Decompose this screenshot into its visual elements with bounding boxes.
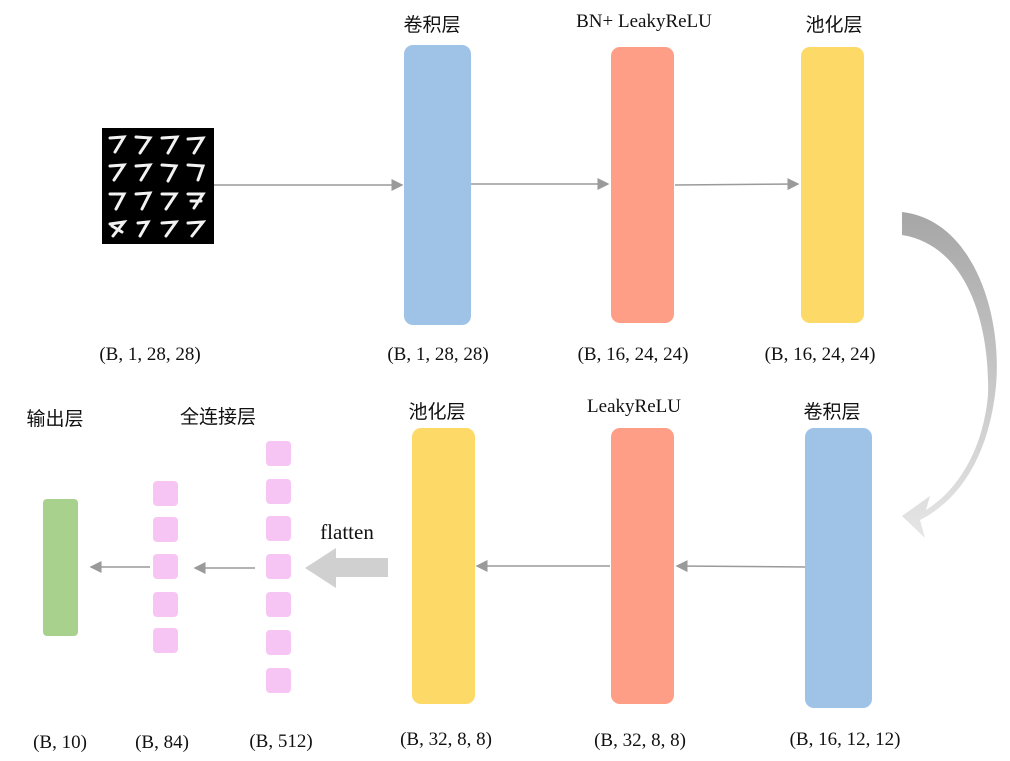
row1-bn-act-title: BN+ LeakyReLU	[576, 11, 712, 32]
row2-pool-title: 池化层	[408, 401, 466, 423]
arrow-bn-to-pool	[674, 178, 800, 191]
mnist-input-image	[102, 128, 214, 244]
curved-row-connector	[902, 212, 997, 538]
flatten-label: flatten	[320, 520, 374, 544]
row2-pool-block	[412, 428, 475, 704]
fc512-neuron	[266, 668, 291, 693]
flatten-arrow	[305, 548, 388, 588]
row1-conv-block	[404, 45, 471, 325]
fc512-neuron	[266, 592, 291, 617]
fc512-neuron	[266, 630, 291, 655]
flatten-shape: (B, 512)	[249, 731, 313, 752]
fc512-neuron	[266, 516, 291, 541]
fc84-neuron	[153, 592, 178, 617]
fc-title: 全连接层	[179, 406, 257, 428]
output-block	[43, 499, 78, 636]
row1-bn-act-shape: (B, 16, 24, 24)	[577, 344, 689, 365]
fc84-neuron	[153, 481, 178, 506]
row2-conv-block	[805, 428, 872, 708]
row2-pool-shape: (B, 32, 8, 8)	[400, 729, 492, 750]
output-title: 输出层	[26, 408, 84, 430]
fc84-neuron	[153, 517, 178, 542]
fc-shape: (B, 84)	[135, 732, 189, 753]
arrow-conv2-to-act	[675, 560, 807, 573]
fc512-neuron	[266, 441, 291, 466]
output-shape: (B, 10)	[33, 732, 87, 753]
fc512-neuron	[266, 554, 291, 579]
row1-conv-title: 卷积层	[403, 14, 461, 36]
row2-conv-title: 卷积层	[803, 401, 861, 423]
input-shape-label: (B, 1, 28, 28)	[99, 344, 201, 365]
row2-act-shape: (B, 32, 8, 8)	[594, 730, 686, 751]
row1-pool-block	[801, 47, 864, 323]
fc84-neuron	[153, 554, 178, 579]
row1-conv-shape: (B, 1, 28, 28)	[387, 344, 489, 365]
mnist-digit-grid-icon	[108, 135, 207, 238]
row1-pool-title: 池化层	[805, 14, 863, 36]
row2-act-block	[611, 428, 674, 704]
row1-bn-act-block	[611, 47, 674, 323]
row2-conv-shape: (B, 16, 12, 12)	[789, 729, 901, 750]
row1-pool-shape: (B, 16, 24, 24)	[764, 344, 876, 365]
fc84-neuron	[153, 628, 178, 653]
fc512-neuron	[266, 479, 291, 504]
row2-act-title: LeakyReLU	[587, 396, 681, 417]
